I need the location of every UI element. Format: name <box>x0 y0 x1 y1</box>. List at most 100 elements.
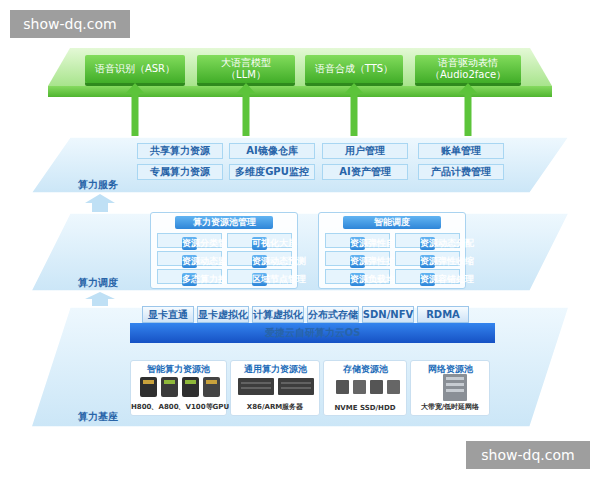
plane-surface <box>31 307 569 427</box>
plane-surface <box>31 213 569 291</box>
os-bar: 爱捷云自研算力云OS <box>130 323 495 343</box>
plane-surface <box>31 137 569 193</box>
pool-name: 存储资源池 <box>324 364 406 376</box>
function-name: 可视化大屏 <box>252 237 267 250</box>
function-name: 资源负载均衡 <box>350 273 365 286</box>
pool-name: 网络资源池 <box>411 364 489 376</box>
service-name: AI镜像仓库 <box>246 144 297 158</box>
service-box: AI镜像仓库 <box>229 143 315 159</box>
tech-name: 分布式存储 <box>308 308 358 322</box>
tech-tab: 显卡虚拟化 <box>197 306 249 323</box>
app-box: 语音驱动表情 （Audio2face） <box>415 55 521 83</box>
function-name: 区域节点管理 <box>252 273 267 286</box>
storage-icons <box>336 380 400 394</box>
support-arrow <box>459 83 477 136</box>
service-box: 产品计费管理 <box>418 164 504 180</box>
app-box: 大语言模型 （LLM） <box>197 55 295 83</box>
tech-name: RDMA <box>426 309 460 320</box>
pool-spec: NVME SSD/HDD <box>324 404 406 412</box>
function-name: 资源动态分配 <box>420 237 435 250</box>
function-box: 可视化大屏 <box>227 233 292 248</box>
layer-name: 算力调度 <box>78 276 118 290</box>
function-name: 资源分类管理 <box>182 237 197 250</box>
service-box: 专属算力资源 <box>137 164 223 180</box>
app-name: 语音合成（TTS） <box>315 63 393 75</box>
layer-arrow <box>85 292 115 306</box>
function-box: 资源动态监控 <box>157 251 222 266</box>
layer-name: 算力服务 <box>78 178 118 192</box>
function-box: 资源弹性自愈 <box>325 233 390 248</box>
tech-tab: 计算虚拟化 <box>252 306 304 323</box>
app-name: 语音驱动表情 （Audio2face） <box>428 57 508 81</box>
function-box: 资源动态预测 <box>227 251 292 266</box>
service-box: 账单管理 <box>418 143 504 159</box>
pool-spec: H800、A800、V100等GPU <box>131 402 226 412</box>
function-name: 资源动态预测 <box>252 255 267 268</box>
layer-plane: 算力服务 共享算力资源 AI镜像仓库 用户管理 账单管理专属算力资源 多维度GPU监控 AI… <box>30 136 570 194</box>
function-box: 资源动态分配 <box>395 233 460 248</box>
layer-arrow <box>85 194 115 212</box>
service-name: 用户管理 <box>345 144 385 158</box>
tech-tab: SDN/NFV <box>362 306 414 323</box>
tech-tab: 分布式存储 <box>307 306 359 323</box>
os-name: 爱捷云自研算力云OS <box>265 326 361 340</box>
function-box: 多态算力接入 <box>157 269 222 284</box>
service-name: 专属算力资源 <box>150 165 210 179</box>
app-platform-front <box>48 86 552 97</box>
tech-name: 显卡虚拟化 <box>198 308 248 322</box>
layer-plane: 算力基座 显卡直通显卡虚拟化计算虚拟化分布式存储 SDN/NFV RDMA 爱捷云自研算… <box>30 306 570 428</box>
pool-name: 通用算力资源池 <box>231 364 319 376</box>
service-name: 账单管理 <box>441 144 481 158</box>
support-arrow <box>345 83 363 136</box>
function-name: 资源弹性扩张 <box>350 255 365 268</box>
function-name: 多态算力接入 <box>182 273 197 286</box>
service-box: AI资产管理 <box>322 164 408 180</box>
function-name: 资源动态监控 <box>182 255 197 268</box>
tech-name: SDN/NFV <box>363 309 413 320</box>
module-panel: 算力资源池管理资源分类管理 可视化大屏资源动态监控 资源动态预测多态算力接入 区域节点… <box>150 212 298 289</box>
function-box: 资源容错处理 <box>395 269 460 284</box>
service-name: AI资产管理 <box>339 165 390 179</box>
gpu-icons <box>140 377 220 397</box>
app-name: 大语言模型 （LLM） <box>215 57 277 81</box>
service-box: 多维度GPU监控 <box>229 164 315 180</box>
resource-pool: 网络资源池大带宽/低时延网络 <box>410 360 490 416</box>
function-box: 资源弹性扩张 <box>325 251 390 266</box>
app-box: 语音合成（TTS） <box>305 55 403 83</box>
resource-pool: 存储资源池 NVME SSD/HDD <box>323 360 407 416</box>
service-name: 共享算力资源 <box>150 144 210 158</box>
tech-name: 显卡直通 <box>148 308 188 322</box>
pool-spec: 大带宽/低时延网络 <box>411 402 489 412</box>
layer-name: 算力基座 <box>78 410 118 424</box>
service-box: 用户管理 <box>322 143 408 159</box>
service-box: 共享算力资源 <box>137 143 223 159</box>
tech-tab: RDMA <box>417 306 469 323</box>
layer-plane: 算力调度 算力资源池管理资源分类管理 可视化大屏资源动态监控 资源动态预测多态算力接入… <box>30 212 570 292</box>
pool-spec: X86/ARM服务器 <box>231 402 319 412</box>
module-panel: 智能调度资源弹性自愈 资源动态分配资源弹性扩张 资源弹性收缩资源负载均衡 资源容错处理 <box>318 212 466 289</box>
server-icons <box>238 378 314 395</box>
panel-title: 智能调度 <box>343 216 441 229</box>
pool-name: 智能算力资源池 <box>131 364 226 376</box>
tech-tab: 显卡直通 <box>142 306 194 323</box>
function-box: 区域节点管理 <box>227 269 292 284</box>
network-icon <box>443 374 467 401</box>
function-name: 资源容错处理 <box>420 273 435 286</box>
function-name: 资源弹性自愈 <box>350 237 365 250</box>
function-box: 资源分类管理 <box>157 233 222 248</box>
resource-pool: 通用算力资源池 X86/ARM服务器 <box>230 360 320 416</box>
tech-name: 计算虚拟化 <box>253 308 303 322</box>
panel-title: 算力资源池管理 <box>175 216 273 229</box>
service-name: 产品计费管理 <box>431 165 491 179</box>
function-box: 资源负载均衡 <box>325 269 390 284</box>
function-box: 资源弹性收缩 <box>395 251 460 266</box>
app-name: 语音识别（ASR） <box>95 63 175 75</box>
app-platform-top <box>48 48 552 86</box>
support-arrow <box>237 83 255 136</box>
service-name: 多维度GPU监控 <box>235 165 309 179</box>
resource-pool: 智能算力资源池 H800、A800、V100等GPU <box>130 360 227 416</box>
support-arrow <box>126 83 144 136</box>
